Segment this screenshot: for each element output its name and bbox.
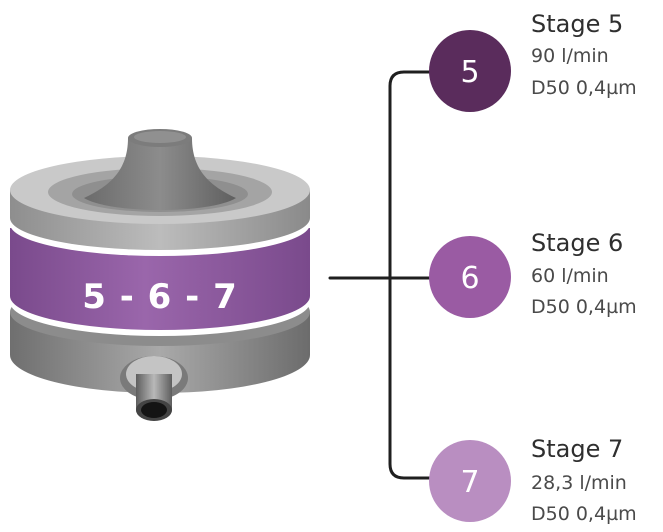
outlet-pipe [120,356,188,421]
stage-band-label: 5 - 6 - 7 [82,277,238,317]
stage-list: 5 Stage 5 90 l/min D50 0,4µm 6 Stage 6 6… [429,10,637,525]
stage-6-title: Stage 6 [531,229,623,257]
device-stage-band: 5 - 6 - 7 [10,228,310,330]
stage-5: 5 Stage 5 90 l/min D50 0,4µm [429,10,637,112]
stage-7-number: 7 [460,465,479,500]
stage-6-flow: 60 l/min [531,265,609,287]
stage-7: 7 Stage 7 28,3 l/min D50 0,4µm [429,435,637,525]
stage-6-d50: D50 0,4µm [531,296,637,318]
impactor-device: 5 - 6 - 7 [10,129,310,421]
stage-5-d50: D50 0,4µm [531,77,637,99]
stage-6-circle [429,236,511,318]
stage-6: 6 Stage 6 60 l/min D50 0,4µm [429,229,637,318]
stage-5-title: Stage 5 [531,10,623,38]
stage-5-number: 5 [460,55,479,90]
stage-5-circle [429,30,511,112]
stage-5-flow: 90 l/min [531,45,609,67]
connector-bracket [388,70,434,480]
stage-7-circle [429,440,511,522]
stage-7-flow: 28,3 l/min [531,472,627,494]
stage-7-d50: D50 0,4µm [531,503,637,525]
connector-lines [328,70,434,480]
stage-6-number: 6 [460,261,479,296]
stage-7-title: Stage 7 [531,435,623,463]
inlet-cone [84,129,236,210]
